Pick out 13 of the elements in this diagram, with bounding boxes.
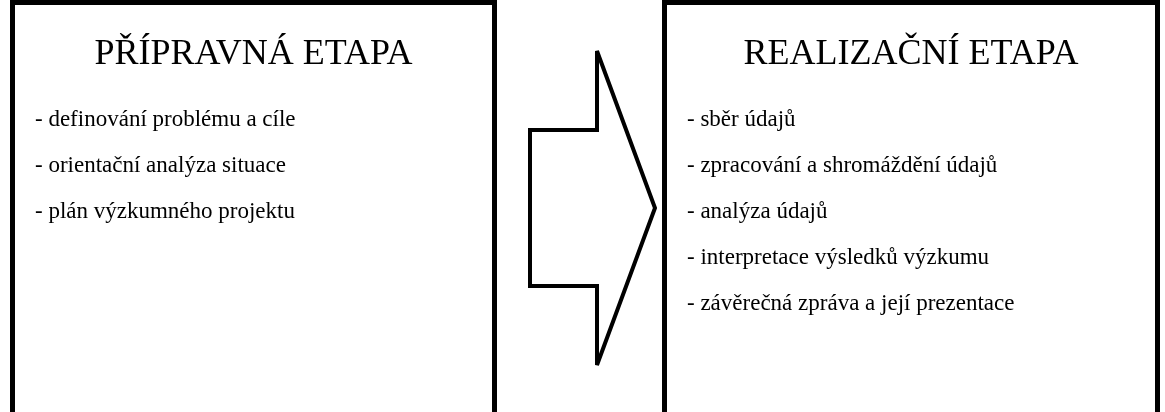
list-item: - definování problému a cíle [35, 106, 296, 132]
list-item: - plán výzkumného projektu [35, 198, 295, 224]
stage-box [10, 0, 497, 412]
list-item: - sběr údajů [687, 106, 796, 132]
list-item: - zpracování a shromáždění údajů [687, 152, 998, 178]
stage-heading: REALIZAČNÍ ETAPA [742, 31, 1080, 73]
block-arrow [528, 49, 658, 367]
stage-heading: PŘÍPRAVNÁ ETAPA [93, 31, 414, 73]
stage-box [662, 0, 1160, 412]
list-item: - analýza údajů [687, 198, 828, 224]
list-item: - orientační analýza situace [35, 152, 286, 178]
list-item: - závěrečná zpráva a její prezentace [687, 290, 1015, 316]
list-item: - interpretace výsledků výzkumu [687, 244, 990, 270]
